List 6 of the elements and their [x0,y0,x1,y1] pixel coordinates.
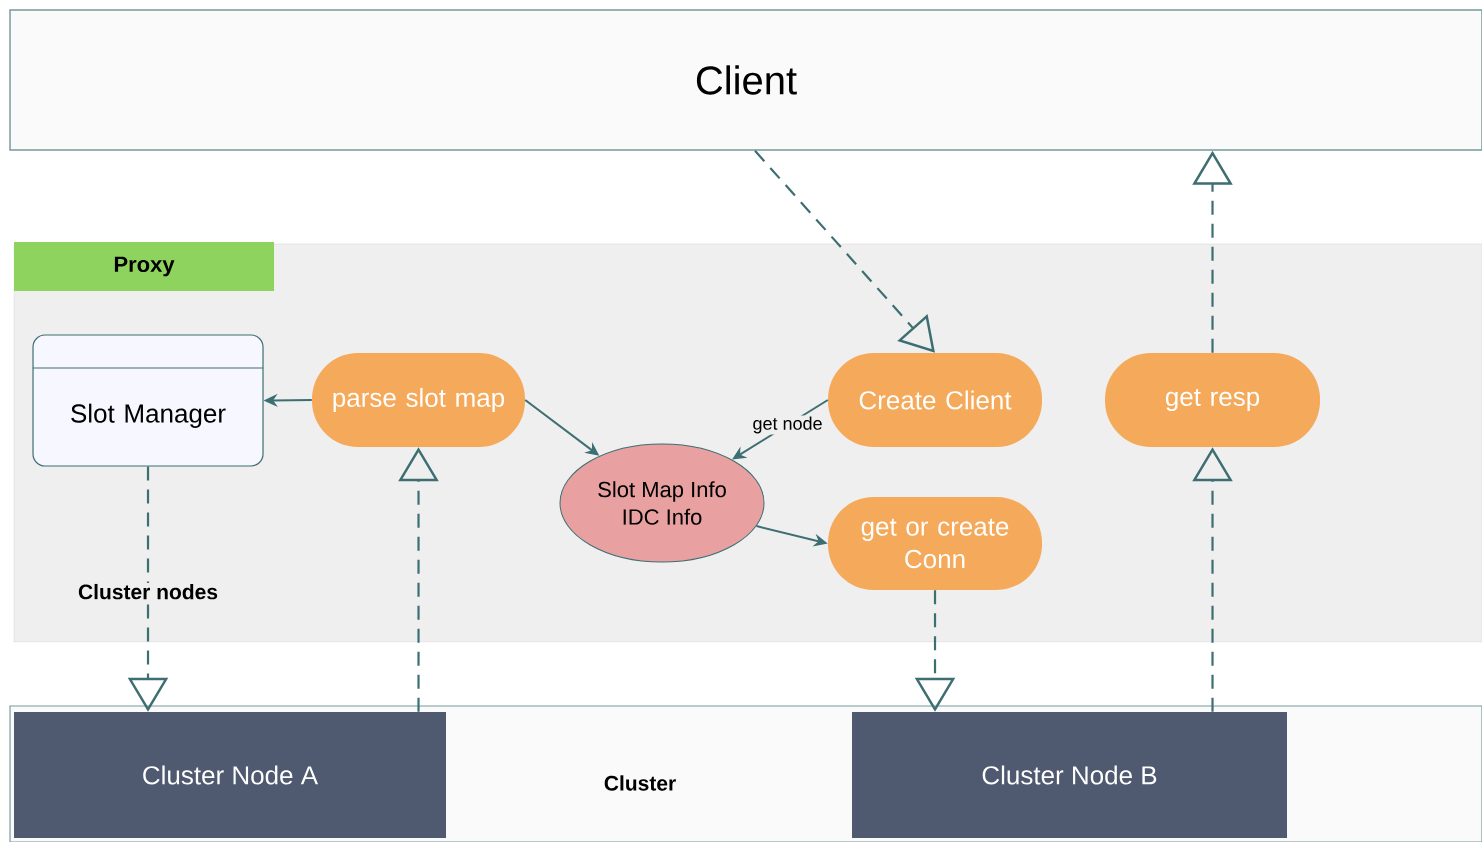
arrow [754,150,935,353]
slot-manager-box: Slot Manager [32,334,264,467]
client-box: Client [9,9,1482,151]
process-pill: Create Client [828,353,1042,447]
cluster-node-box: Cluster Node A [14,712,446,838]
cluster-node-box: Cluster Node B [852,712,1287,838]
